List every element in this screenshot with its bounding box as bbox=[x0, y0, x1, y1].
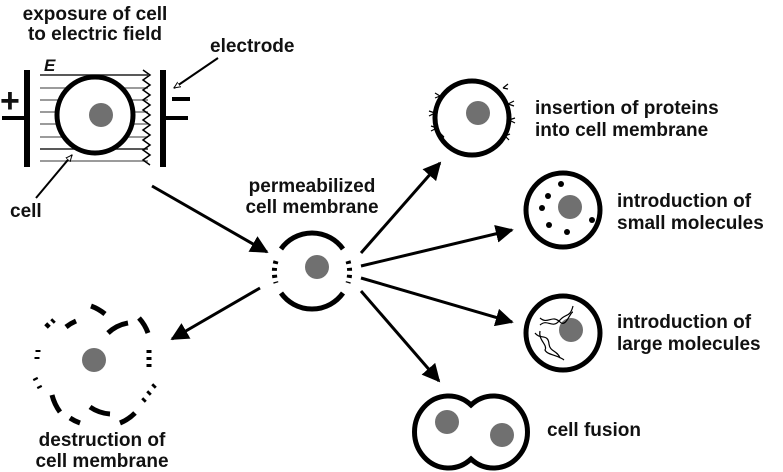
proteins-label-line1: insertion of proteins bbox=[535, 98, 719, 119]
proteins-label-line2: into cell membrane bbox=[535, 120, 708, 141]
fusion-label: cell fusion bbox=[547, 420, 641, 441]
permeabilized-label-line1: permeabilized bbox=[249, 176, 376, 197]
exposure-title-line2: to electric field bbox=[28, 24, 162, 45]
cell-label: cell bbox=[10, 201, 42, 222]
arrow-to-small-molecules bbox=[360, 225, 514, 268]
protein-cell-nucleus bbox=[466, 101, 490, 125]
arrow-to-fusion bbox=[359, 290, 441, 383]
arrow-to-destruction bbox=[170, 286, 261, 341]
dna-strands bbox=[534, 305, 574, 361]
small-molecule-dots bbox=[539, 181, 595, 235]
small-label-line1: introduction of bbox=[617, 191, 752, 212]
membrane-proteins bbox=[428, 83, 516, 141]
large-molecules-outcome: introduction of large molecules bbox=[523, 293, 761, 373]
large-label-line2: large molecules bbox=[617, 334, 761, 355]
positive-sign: + bbox=[0, 82, 20, 120]
cell-fusion-outcome: cell fusion bbox=[412, 393, 641, 471]
zigzag-membrane-boundary bbox=[141, 69, 152, 166]
electrode-pointer bbox=[174, 57, 219, 89]
destroyed-membrane-fragments bbox=[32, 303, 157, 426]
large-cell-nucleus bbox=[559, 318, 583, 342]
arrow-to-large-molecules bbox=[360, 276, 514, 327]
small-molecules-outcome: introduction of small molecules bbox=[523, 170, 764, 250]
fused-nucleus-left bbox=[435, 410, 459, 434]
cell-pointer bbox=[35, 155, 72, 199]
permeabilized-nucleus bbox=[305, 255, 329, 279]
destruction-outcome: destruction of cell membrane bbox=[32, 303, 169, 472]
destruction-label-line1: destruction of bbox=[39, 430, 166, 451]
destroyed-cell-nucleus bbox=[82, 348, 106, 372]
permeabilized-label-line2: cell membrane bbox=[245, 197, 378, 218]
small-label-line2: small molecules bbox=[617, 213, 764, 234]
electrode-label: electrode bbox=[210, 36, 294, 57]
permeabilized-membrane bbox=[271, 230, 353, 312]
exposure-stage: exposure of cell to electric field E + e… bbox=[0, 4, 294, 222]
large-label-line1: introduction of bbox=[617, 312, 752, 333]
small-cell-nucleus bbox=[558, 195, 582, 219]
permeabilized-stage: permeabilized cell membrane bbox=[245, 176, 379, 312]
protein-insertion-outcome: insertion of proteins into cell membrane bbox=[428, 78, 719, 158]
cell-nucleus bbox=[89, 103, 113, 127]
arrow-to-proteins bbox=[359, 161, 442, 254]
field-symbol-e: E bbox=[44, 56, 56, 75]
fused-nucleus-right bbox=[490, 423, 514, 447]
arrow-exposure-to-permeabilized bbox=[151, 184, 269, 254]
exposure-title-line1: exposure of cell bbox=[23, 4, 168, 25]
destruction-label-line2: cell membrane bbox=[35, 451, 168, 472]
